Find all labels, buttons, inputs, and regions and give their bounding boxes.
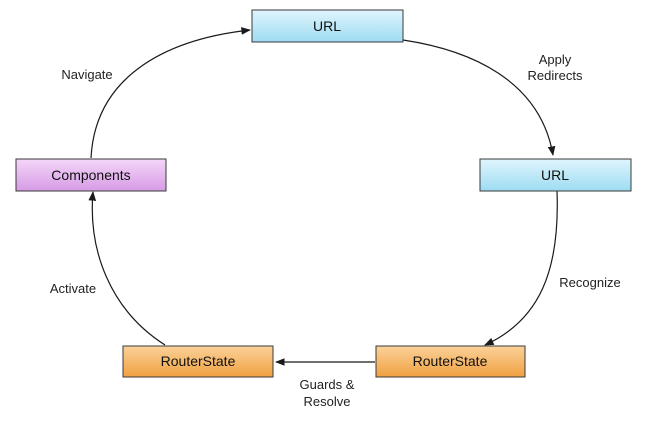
guards-resolve-label-line2: Resolve	[304, 394, 351, 409]
apply-redirects-label-line1: Apply	[539, 52, 572, 67]
components-box	[15, 158, 167, 192]
node-components: Components	[15, 158, 167, 192]
recognize-label: Recognize	[559, 275, 620, 290]
url-right-label: URL	[541, 167, 569, 183]
node-routerstate-right: RouterState	[375, 345, 526, 378]
url-right-box	[479, 158, 632, 192]
node-url-top: URL	[251, 9, 404, 43]
apply-redirects-label-line2: Redirects	[528, 68, 583, 83]
guards-resolve-label-line1: Guards &	[300, 377, 355, 392]
url-top-box	[251, 9, 404, 43]
edge-recognize	[484, 190, 558, 346]
edge-apply-redirects	[402, 39, 556, 156]
routerstate-right-label: RouterState	[413, 353, 488, 369]
activate-label: Activate	[50, 281, 96, 296]
node-routerstate-left: RouterState	[122, 345, 274, 378]
edge-navigate	[90, 27, 251, 159]
routerstate-left-label: RouterState	[161, 353, 236, 369]
url-top-label: URL	[313, 18, 341, 34]
routerstate-left-box	[122, 345, 274, 378]
components-label: Components	[51, 167, 130, 183]
node-url-right: URL	[479, 158, 632, 192]
edge-activate	[88, 191, 166, 346]
routerstate-right-box	[375, 345, 526, 378]
navigate-label: Navigate	[61, 67, 112, 82]
